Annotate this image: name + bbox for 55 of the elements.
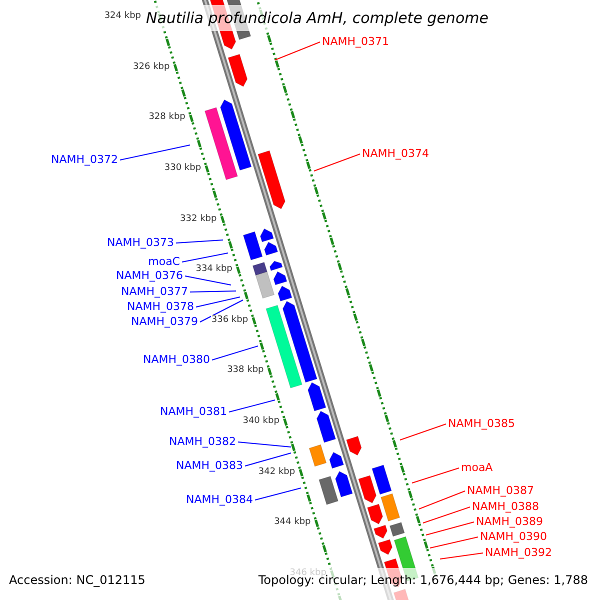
gene-label: NAMH_0381 <box>160 405 227 418</box>
scale-label: 328 kbp <box>148 112 186 122</box>
leader-line <box>426 522 474 536</box>
gene-label: NAMH_0384 <box>186 493 253 506</box>
leader-line <box>254 488 302 500</box>
gene-label: NAMH_0372 <box>50 153 118 166</box>
leader-line <box>184 276 232 286</box>
gene-label: NAMH_0371 <box>322 35 390 48</box>
accession-text: Accession: NC_012115 <box>9 574 146 587</box>
scale-label: 330 kbp <box>164 162 202 173</box>
leader-line <box>182 252 228 262</box>
leader-line <box>244 452 292 466</box>
scale-label: 344 kbp <box>274 517 311 528</box>
leader-line <box>422 506 470 524</box>
scale-label: 332 kbp <box>180 214 217 224</box>
leader-line <box>238 442 292 448</box>
gene-label: moaC <box>148 255 180 268</box>
gene-label: NAMH_0378 <box>126 300 194 313</box>
gene-label: NAMH_0374 <box>362 147 430 160</box>
gene-label: moaA <box>461 461 493 474</box>
leader-line <box>440 552 484 560</box>
scale-label: 324 kbp <box>104 11 141 22</box>
leader-line <box>430 536 478 548</box>
gene-label: NAMH_0389 <box>476 515 544 528</box>
scale-label: 334 kbp <box>196 264 232 274</box>
scale-label: 338 kbp <box>227 365 264 376</box>
scale-label: 336 kbp <box>211 314 248 325</box>
gene-label: NAMH_0390 <box>480 530 548 543</box>
scale-label: 326 kbp <box>133 62 170 72</box>
scale-label: 342 kbp <box>258 466 296 477</box>
gene-label: NAMH_0382 <box>168 435 236 448</box>
title: Nautilia profundicola AmH, complete genome <box>146 9 488 27</box>
leader-line <box>418 490 466 510</box>
leader-line <box>190 290 236 292</box>
leader-line <box>212 346 258 360</box>
gene-label: NAMH_0377 <box>120 285 188 298</box>
leader-line <box>400 424 446 440</box>
gene-label: NAMH_0376 <box>116 269 183 282</box>
scale-label: 340 kbp <box>242 416 280 426</box>
leader-line <box>196 296 240 308</box>
gene-label: NAMH_0392 <box>485 546 552 559</box>
gene-label: NAMH_0379 <box>130 315 198 328</box>
leader-line <box>120 144 190 160</box>
gene-label: NAMH_0387 <box>467 484 534 497</box>
leader-line <box>274 42 320 60</box>
leader-line <box>412 468 460 484</box>
gene-label: NAMH_0380 <box>142 353 210 366</box>
leader-line <box>228 400 276 412</box>
leader-line <box>314 154 360 172</box>
gene-label: NAMH_0373 <box>106 236 174 249</box>
gene-label: NAMH_0385 <box>448 417 516 430</box>
gene-label: NAMH_0383 <box>176 459 243 472</box>
leader-line <box>176 240 224 244</box>
gene-label: NAMH_0388 <box>472 500 540 513</box>
leader-line <box>200 300 244 322</box>
